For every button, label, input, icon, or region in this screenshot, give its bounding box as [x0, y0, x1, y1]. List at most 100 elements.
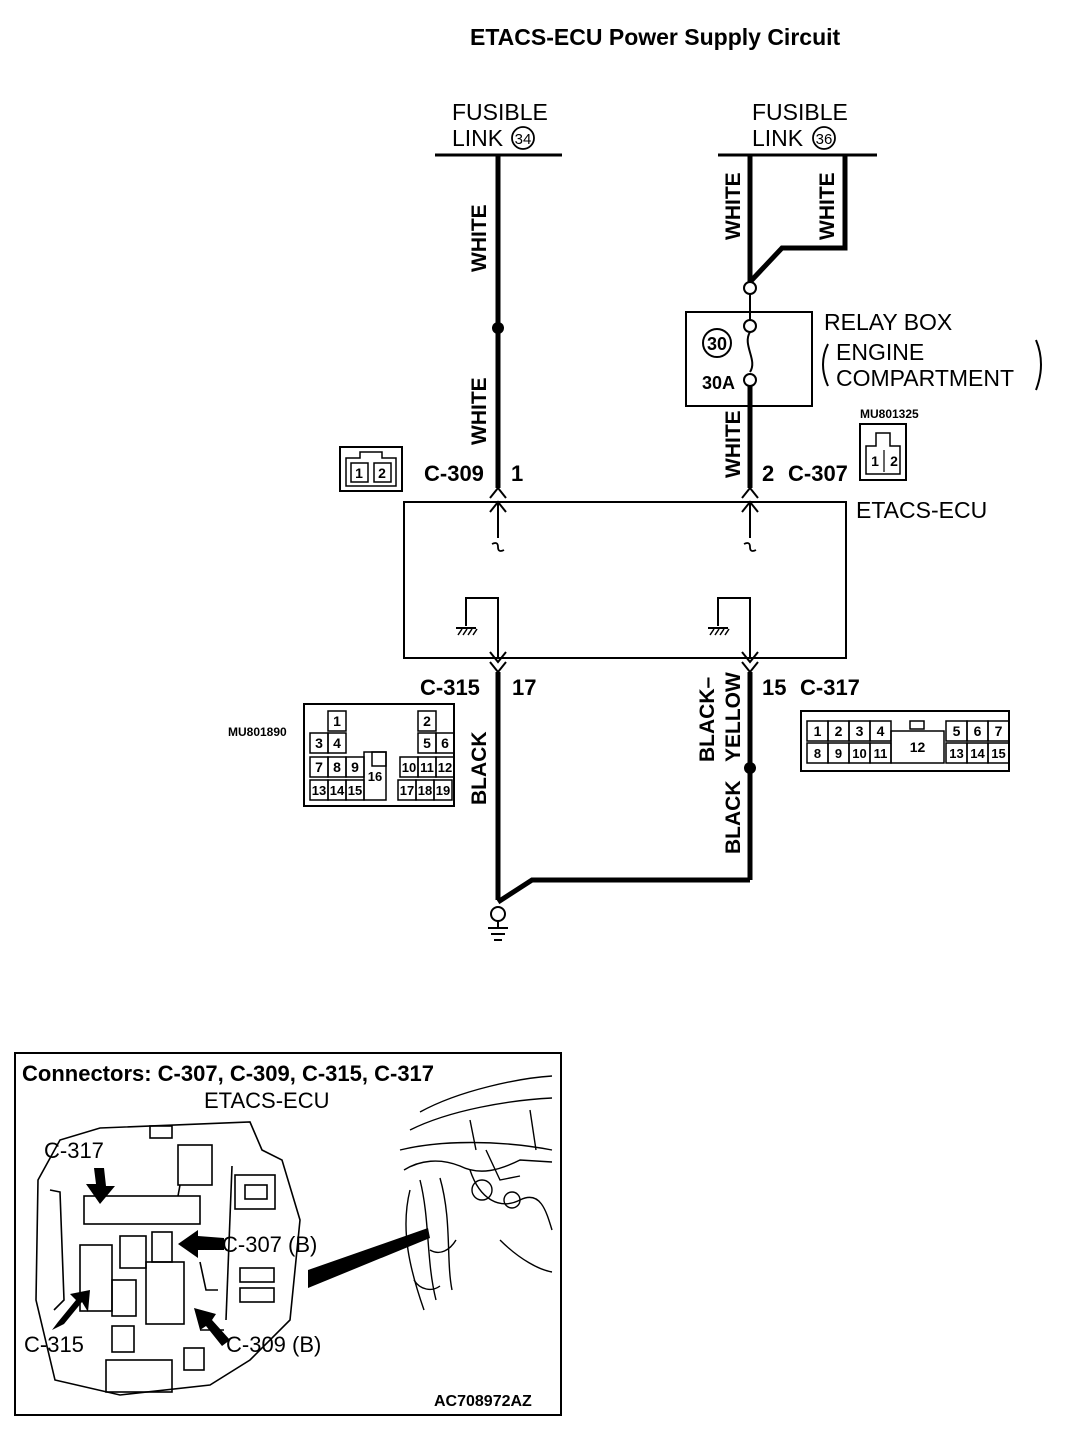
c315-part-number: MU801890 — [228, 725, 287, 739]
c315-pin-19: 19 — [436, 783, 450, 798]
fusible-link-36-line2: LINK — [752, 125, 804, 151]
c315-pin-12-box — [435, 756, 455, 778]
fuse-number: 30 — [707, 334, 727, 354]
c315-pin-8: 8 — [333, 759, 341, 775]
pointer-wedge — [308, 1228, 430, 1288]
relay-box-sub2: COMPARTMENT — [836, 365, 1014, 391]
c315-pin-12: 12 — [438, 760, 452, 775]
fusible-link-34-circle — [511, 126, 535, 150]
wire-label-left-lower: WHITE — [468, 377, 491, 445]
relay-box-sub1: ENGINE — [836, 339, 924, 365]
c317-pin-15-box — [987, 742, 1010, 764]
c317-terminal-arrow-bottom — [741, 651, 759, 664]
c317-pin-2: 2 — [835, 723, 843, 739]
c315-pin-18: 18 — [418, 783, 432, 798]
c315-pin-2-box — [417, 710, 437, 732]
c307-connector-body — [865, 432, 901, 475]
relay-box-paren-right — [1035, 339, 1042, 391]
c315-pin-5: 5 — [423, 735, 431, 751]
c317-pin-3: 3 — [856, 723, 864, 739]
arrow-c309 — [194, 1308, 230, 1346]
callout-c307: C-307 (B) — [222, 1232, 317, 1257]
fuse-rating: 30A — [702, 373, 735, 393]
c315-pin-16: 16 — [368, 769, 382, 784]
c315-pin-1-box — [327, 710, 347, 732]
c317-pin-12: 12 — [910, 739, 926, 755]
c315-pin-19-box — [433, 779, 453, 801]
ground-symbol-left-hatch — [457, 628, 478, 636]
c317-pin-13: 13 — [949, 746, 963, 761]
etacs-ecu-illustration — [35, 1121, 301, 1396]
locator-subheading: ETACS-ECU — [204, 1088, 330, 1113]
c315-pin-15: 15 — [348, 783, 362, 798]
c315-pin-6-box — [435, 732, 455, 754]
c307-pin-2: 2 — [890, 453, 898, 469]
fuse-terminal-top — [743, 281, 757, 295]
locator-heading: Connectors: C-307, C-309, C-315, C-317 — [22, 1061, 434, 1086]
wire-label-ground-right-top-1: BLACK– — [696, 677, 719, 762]
c317-pin-number: 15 — [762, 675, 786, 700]
c317-pin-10: 10 — [852, 746, 866, 761]
c315-lock-tab — [371, 751, 387, 767]
callout-c309: C-309 (B) — [226, 1332, 321, 1357]
c309-connector-icon — [339, 446, 403, 492]
c307-pin-1: 1 — [871, 453, 879, 469]
c307-pin-number: 2 — [762, 461, 774, 486]
arrow-c317 — [86, 1168, 115, 1204]
c315-pin-9: 9 — [351, 759, 359, 775]
c307-terminal-arrow-top — [741, 486, 759, 499]
wire-label-ground-right-top-2: YELLOW — [722, 672, 745, 762]
c309-pin-1: 1 — [355, 465, 363, 481]
c315-pin-10: 10 — [402, 760, 416, 775]
c315-pin-4: 4 — [333, 735, 341, 751]
arrow-c307 — [178, 1230, 224, 1258]
c317-pin-11: 11 — [874, 746, 888, 761]
relay-box-paren-left — [822, 343, 829, 387]
wire-label-ground-right-bottom: BLACK — [722, 781, 745, 855]
c315-pin-4-box — [327, 732, 347, 754]
c315-pin-6: 6 — [441, 735, 449, 751]
c317-pin-6: 6 — [974, 723, 982, 739]
c317-pin-12-box — [890, 730, 945, 764]
c317-pin-14: 14 — [970, 746, 985, 761]
c315-pin-7: 7 — [315, 759, 323, 775]
c317-pin-4: 4 — [877, 723, 885, 739]
c315-pin-14: 14 — [330, 783, 345, 798]
c317-pin-5: 5 — [953, 723, 961, 739]
fuse-terminal-bottom — [743, 373, 757, 387]
c309-pin-number: 1 — [511, 461, 523, 486]
c315-connector-face — [303, 703, 455, 807]
wire-label-ground-left: BLACK — [468, 732, 491, 806]
c317-pin-9: 9 — [835, 746, 842, 761]
c317-pin-7-box — [987, 720, 1010, 742]
dashboard-illustration — [399, 1075, 553, 1311]
wire-label-right-upper-b: WHITE — [816, 172, 839, 240]
etacs-ecu-label: ETACS-ECU — [856, 497, 987, 523]
callout-c317: C-317 — [44, 1138, 104, 1163]
c317-name: C-317 — [800, 675, 860, 700]
c309-connector-body — [345, 451, 397, 487]
fuse-element — [746, 331, 754, 373]
fuse-number-circle — [702, 328, 732, 358]
c317-lock-tab — [909, 720, 925, 730]
ground-symbol-right-hatch — [709, 628, 730, 636]
wire-ground-join — [496, 877, 750, 905]
locator-code: AC708972AZ — [434, 1393, 532, 1410]
locator-panel — [14, 1052, 562, 1416]
c309-pin-2: 2 — [378, 465, 386, 481]
callout-c315: C-315 — [24, 1332, 84, 1357]
fusible-link-36-line1: FUSIBLE — [752, 99, 848, 125]
c315-name: C-315 — [420, 675, 480, 700]
c317-pin-15: 15 — [991, 746, 1005, 761]
ecu-internal-ground-left — [465, 597, 499, 658]
splice-left — [492, 322, 504, 334]
c307-part-number: MU801325 — [860, 407, 919, 421]
fusible-link-36-circle — [812, 126, 836, 150]
c317-pin-8: 8 — [814, 746, 821, 761]
c315-pin-17: 17 — [400, 783, 414, 798]
c307-name: C-307 — [788, 461, 848, 486]
c317-pin-7: 7 — [995, 723, 1003, 739]
splice-right — [744, 762, 756, 774]
